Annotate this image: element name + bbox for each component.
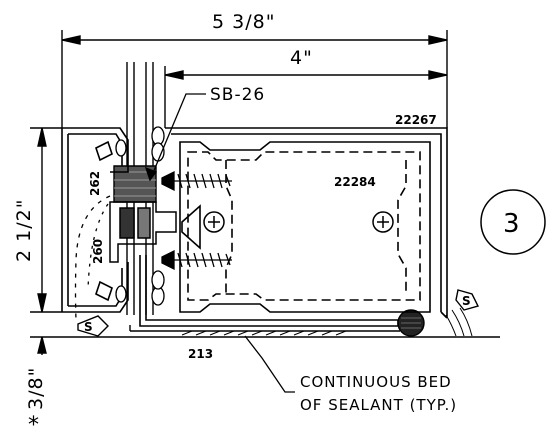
dimension-tube-width: [164, 66, 448, 128]
part-number-inner-tube: 22284: [334, 175, 376, 189]
glazing-adaptor: [109, 201, 177, 263]
dimension-overall-width: [61, 30, 448, 128]
wall-hatch: [445, 307, 473, 337]
inner-tube: [179, 141, 431, 313]
gaskets: [115, 126, 165, 306]
weep-path: [74, 195, 111, 321]
screw-boss-right: [372, 211, 394, 233]
sealant-note-line1: CONTINUOUS BED: [300, 373, 452, 391]
sealant-note-line2: OF SEALANT (TYP.): [300, 396, 457, 414]
screw-lower: [161, 249, 232, 271]
shim-marker: *: [28, 413, 40, 436]
dimension-shim: [30, 336, 62, 355]
dimension-tube-width-label: 4": [290, 47, 313, 69]
dimension-height: [30, 127, 62, 313]
screw-boss-left: [203, 211, 225, 233]
sealant-symbol-left-label: S: [84, 320, 93, 334]
part-number-face-cap: 262: [88, 171, 102, 196]
screw-upper: [161, 170, 232, 192]
leader-lines: [144, 93, 295, 393]
sill-flashing: [139, 255, 399, 327]
sealant-symbol-right-label: S: [462, 294, 471, 308]
backer-rod: [397, 309, 425, 337]
sealant-symbol-right: [455, 289, 480, 311]
part-number-sill-flashing: 213: [188, 347, 213, 361]
part-number-outer-frame: 22267: [395, 113, 437, 127]
detail-bubble: [480, 189, 546, 255]
dimension-height-label: 2 1/2": [13, 199, 35, 262]
setting-block-callout: SB-26: [210, 85, 265, 105]
part-number-glazing-adaptor: 260: [91, 239, 105, 264]
sealant-bed: [180, 330, 350, 336]
dimension-shim-label: 3/8": [25, 367, 47, 410]
sealant-symbol-left: [77, 315, 109, 337]
detail-number: 3: [503, 209, 520, 239]
outer-frame: [165, 127, 448, 319]
face-cap: [61, 127, 129, 313]
dimension-overall-width-label: 5 3/8": [212, 11, 275, 33]
